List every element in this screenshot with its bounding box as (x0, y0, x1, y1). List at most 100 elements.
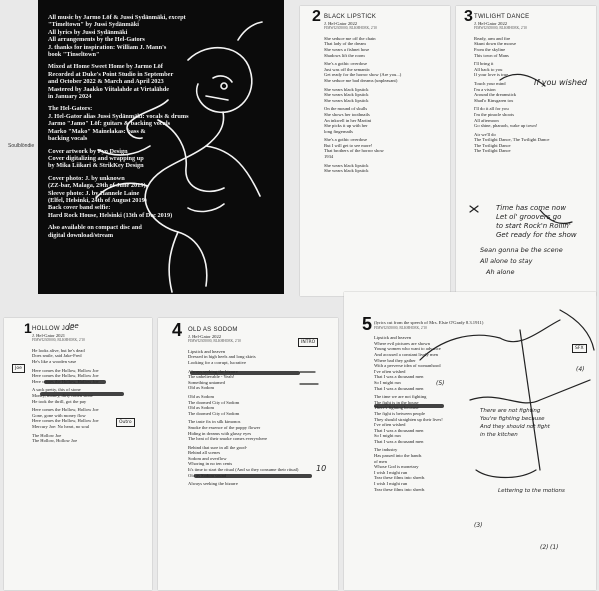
song-credit: J. Hel-Gator 2021 (32, 332, 66, 338)
lyric-line: Just was off the semantic (324, 66, 371, 72)
lyric-line: The Hollow, Hollow Joe (32, 438, 78, 444)
lyric-line: Here comes the Hollow, Hollow Joe (32, 367, 99, 373)
lyric-line: Here comes the Hollow, Hollow Joe (32, 373, 99, 379)
lyric-line: Something untamed (188, 379, 225, 385)
lyric-line: Sodom and overflow (188, 455, 227, 461)
lyric-line: She's a gothic overdose (324, 61, 368, 67)
credits-band: The Hel-Gators:J. Hel-Gator alias Jussi … (48, 105, 189, 143)
lyric-line: She wears black lipstick (324, 97, 369, 103)
song-number: 4 (172, 320, 183, 340)
lyric-line: Old as Sodom (188, 405, 215, 411)
lyric-line: Where bad they gather (374, 357, 416, 363)
lyric-line: I'm the pinacle shoots (474, 111, 514, 117)
lyric-line: So I might run (374, 433, 401, 439)
song-credit: J. Hel-Gator 2022 (324, 20, 358, 26)
boxed-note: SFX (572, 344, 587, 353)
lyric-line: of men (374, 458, 387, 464)
song-code: FIMWI2305000, BLKHHOEK, 2'10 (474, 26, 527, 31)
lyric-line: Gone, gone with money flow (32, 412, 86, 418)
song-number: 1 (24, 320, 32, 336)
pose-sketch-illustration (95, 21, 263, 293)
marker: (1) (550, 544, 559, 551)
lyric-line: The heat of their smoke comes everywhere (188, 436, 268, 442)
lyric-line: On the mound of skulls (324, 106, 368, 112)
section-tag: Outro (116, 418, 135, 427)
lyric-line: All back to you (474, 66, 503, 72)
lyric-line: Old as Sodom (188, 393, 215, 399)
marker: (2) (540, 544, 549, 551)
lyric-line: It's time to start the ritual (And so th… (188, 467, 299, 473)
lyric-line: Lipstick and heaven (374, 335, 411, 341)
lyric-line: I've often wished (374, 368, 406, 374)
lyric-line: Where evil pictures are shown (374, 340, 430, 346)
lyric-line: Smoke the essence of the poppy flower (188, 424, 261, 430)
lyric-line: Tear these films into shreds (374, 475, 425, 481)
credits-photos: Cover photo: J. by unknown(ZZ-bar, Malag… (48, 174, 173, 219)
handwritten-note: 10 (316, 464, 327, 473)
handwritten-note: in the kitchen (480, 432, 518, 438)
lyric-line: The time we are not fighting (374, 394, 427, 400)
lyric-line: Touch your mind (474, 80, 506, 86)
lyric-line: Ready, arm and fire (474, 35, 511, 41)
lyric-line: An inkwell in her Martini (324, 117, 372, 123)
lyric-line: That I was a thousand men (374, 438, 424, 444)
lyric-line: He's like a wooden vase (32, 358, 77, 364)
handwritten-note: Let ol' groovers go (496, 213, 562, 221)
handwritten-note: Ah alone (486, 268, 515, 276)
lyric-line: She picks it up with her (324, 123, 368, 129)
lyric-line: A sack pretty, this of stone (32, 387, 81, 393)
lyric-line: The Twilight Dance (474, 148, 511, 154)
lyric-line: I've often wished (374, 422, 406, 428)
handwritten-note: Joe (68, 322, 79, 330)
lyric-line: If your love is true (474, 72, 509, 78)
lyric-line: Skunt down the moose (474, 41, 516, 47)
lyric-sheet-hollow-joe: 1 HOLLOW JOE J. Hel-Gator 2021 FIMWI2305… (4, 318, 152, 590)
lyric-line: Old as Sodom (188, 385, 215, 391)
song-credit: (lyrics cut from the speech of Mrs. Elsi… (374, 320, 484, 325)
lyric-sheet-old-as-sodom: 4 OLD AS SODOM J. Hel-Gator 2022 FIMWI23… (158, 318, 338, 590)
handwritten-note: Get ready for the show (496, 231, 577, 239)
lyric-line: Tear these films into shreds (374, 486, 425, 492)
song-title: OLD AS SODOM (188, 327, 238, 333)
lyric-line: Whoring in no ten cents (188, 461, 233, 467)
credits-panel: All music by Jarmo Löf & Jussi Sydänmäki… (38, 0, 284, 294)
lyric-line: They should straighten up their lives! (374, 416, 443, 422)
handwritten-note: You're fighting because (480, 416, 545, 422)
lyric-line: The unbelievable - Yeah! (188, 374, 235, 380)
marker: (4) (576, 366, 585, 373)
lyric-line: The Twilight Dance (474, 142, 511, 148)
lyric-line: He took the thrill, got the pay (32, 398, 87, 404)
lyric-line: Always seeking the bizarre (188, 481, 238, 487)
song-code: FIMWI2305000, BLKHHOEK, 2'10 (374, 325, 427, 330)
lyric-line: Dressed in high heels and long skirts (188, 354, 256, 360)
lyric-line: She wears black lipstick (324, 162, 369, 168)
lyric-line: Hiding in dreams with glassy eyes (188, 430, 252, 436)
lyric-line: With a perverse idea of womanhood (374, 363, 441, 369)
song-number: 3 (464, 8, 473, 25)
lyric-line: Has passed into the hands (374, 453, 422, 459)
lyric-line: Go shine, pharaoh, wake up town! (474, 123, 538, 129)
lyric-line: 1934 (324, 154, 334, 160)
marker: (5) (436, 380, 445, 387)
handwritten-note: All alone to stay (480, 257, 533, 265)
lyric-line: From the skyline (474, 46, 506, 52)
lyric-line: Shadows lift the room (324, 52, 365, 58)
handwritten-note: Time has come now (496, 204, 567, 212)
lyric-line: Behind that sure in all the good- (188, 444, 248, 450)
ink-smear (374, 404, 444, 408)
lyric-line: But I will get to see more! (324, 142, 373, 148)
lyric-line: She wears black lipstick (324, 92, 369, 98)
lyric-line: The taste fix in silk kimonos (188, 419, 241, 425)
lyric-line: Does smile, said Jake-Fred (32, 353, 82, 359)
lyric-line: She's a gothic overdose (324, 137, 368, 143)
song-title: HOLLOW JOE (32, 326, 75, 332)
lyric-line: I wish I might run (374, 481, 408, 487)
lyric-line: Here comes the Hollow, Hollow Joe (32, 418, 99, 424)
lyric-line: That I was a thousand men (374, 385, 424, 391)
song-title: BLACK LIPSTICK (324, 14, 377, 20)
